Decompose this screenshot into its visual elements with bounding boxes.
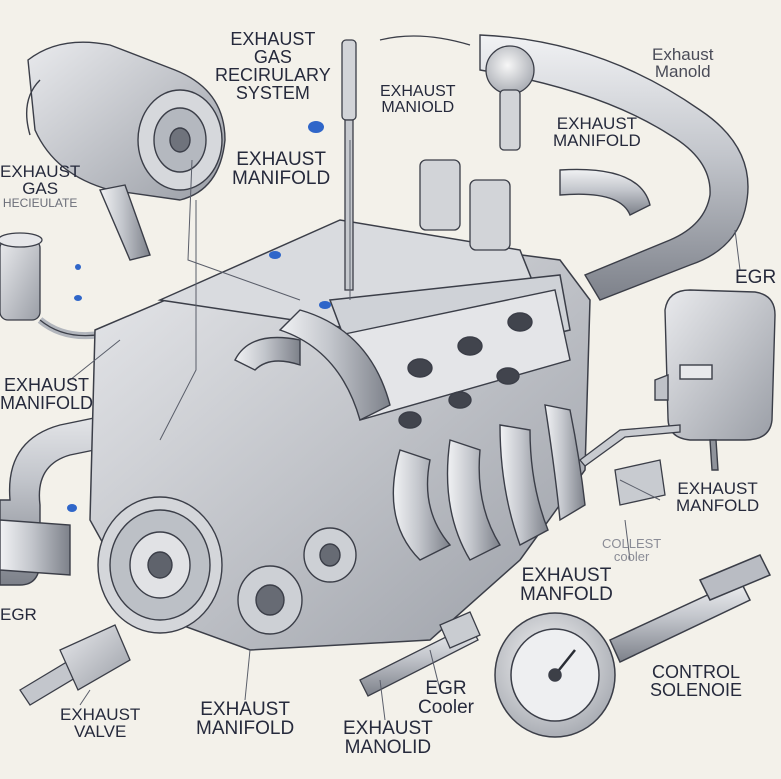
label-exhaust-manolid-bottom: EXHAUST MANOLID (343, 718, 433, 758)
label-exhaust-maniold-top: EXHAUST MANIOLD (380, 83, 456, 116)
label-exhaust-manifold-center: EXHAUST MANIFOLD (232, 149, 331, 189)
top-components (341, 35, 535, 291)
label-control-solenoid: CONTROL SOLENOIE (650, 662, 743, 700)
label-exhaust-gas-recirculary-system: EXHAUST GAS RECIRULARY SYSTEM (215, 29, 331, 103)
crank-pulley (97, 496, 357, 635)
egr-cooler-pipe (359, 611, 481, 697)
exhaust-valve-part (19, 624, 131, 706)
blue-sensor-dots (67, 121, 331, 512)
label-exhaust-manifold-left: EXHAUST MANIFOLD (0, 375, 94, 413)
turbocharger (26, 41, 226, 261)
label-coolant-cooler: COLLEST cooler (602, 536, 662, 564)
small-sensor (579, 424, 681, 506)
label-exhaust-valve: EXHAUST VALVE (60, 705, 141, 741)
rear-exhaust-pipe (479, 34, 749, 301)
control-solenoid-gauge (494, 554, 772, 738)
leader-lines (69, 140, 741, 721)
label-exhaust-manold-top-right: Exhaust Manold (652, 45, 714, 81)
label-exhaust-manifold-upper-right: EXHAUST MANIFOLD (553, 114, 641, 150)
left-exhaust-pipe (0, 389, 241, 586)
label-exhaust-manifold-bottom: EXHAUST MANIFOLD (196, 699, 295, 739)
manifold-runners (234, 309, 586, 561)
label-egr-right: EGR (735, 267, 777, 288)
label-exhaust-manfold-lower-right: EXHAUST MANFOLD (520, 565, 613, 605)
label-egr-cooler: EGR Cooler (418, 678, 474, 718)
label-egr-left: EGR (0, 605, 37, 624)
label-exhaust-gas-left: EXHAUST GAS HECIEULATE (0, 162, 81, 210)
egr-valve-unit (654, 289, 776, 471)
label-exhaust-manfold-right: EXHAUST MANFOLD (676, 479, 760, 515)
